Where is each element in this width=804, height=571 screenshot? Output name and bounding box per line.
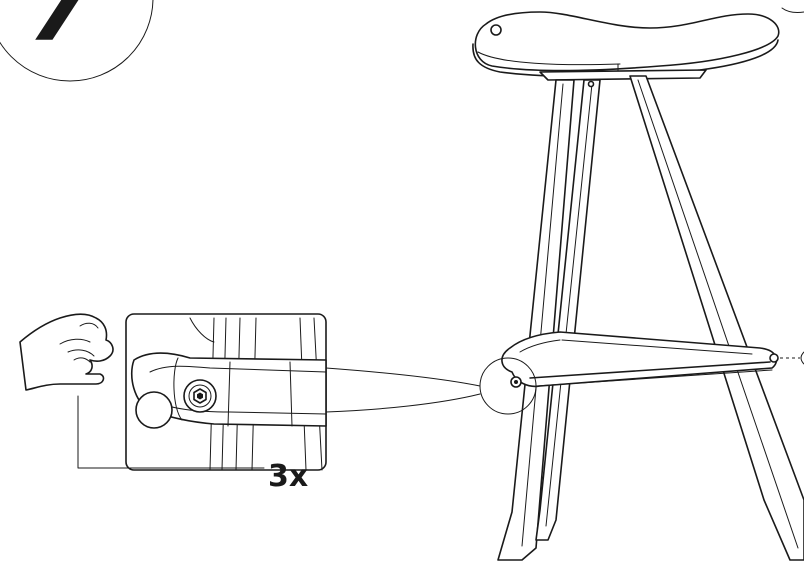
next-step-badge-edge [781,7,804,13]
detail-leader-bottom [325,393,481,413]
footrest-bolt-right [769,353,779,363]
detail-ring-line-1 [149,365,327,373]
step-badge: 7 [0,0,154,82]
stool-illustration [472,11,804,561]
rear-leg-edge [545,83,593,527]
detail-leader-top [325,367,481,387]
seat-underside [539,69,707,81]
step-number: 7 [28,0,92,62]
front-leg [497,79,575,561]
detail-inset [125,313,327,471]
bolt-cap [135,391,173,429]
seat-top [474,11,780,72]
offscreen-callout-edge [800,351,804,365]
hex-bolt-icon [183,379,217,413]
footrest-ring [501,331,778,388]
quantity-bracket [77,395,265,469]
detail-ring-seam-3 [173,357,183,421]
seat-bevel-line [477,51,621,66]
right-leg-edge [637,79,799,549]
right-leg [629,75,804,561]
detail-curve [189,317,215,343]
hand-knuckle [79,322,99,329]
quantity-label: 3x [268,459,308,494]
footrest-curve [519,339,561,353]
hand-icon [19,313,114,391]
detail-ring-seam-1 [227,361,231,427]
hand-finger-3 [73,357,91,363]
hand-finger-1 [59,338,91,345]
seat-knob [490,24,502,36]
footrest-back-bar [561,339,753,355]
front-leg-edge [521,83,564,547]
leg-screw [587,80,595,88]
footrest-front-bar [529,361,771,379]
footrest-front-bar-edge [535,369,773,387]
detail-ring-seam-2 [289,361,293,427]
hand-finger-2 [67,349,95,357]
footrest-bolt-head [514,380,518,384]
hand-outline [19,313,114,391]
